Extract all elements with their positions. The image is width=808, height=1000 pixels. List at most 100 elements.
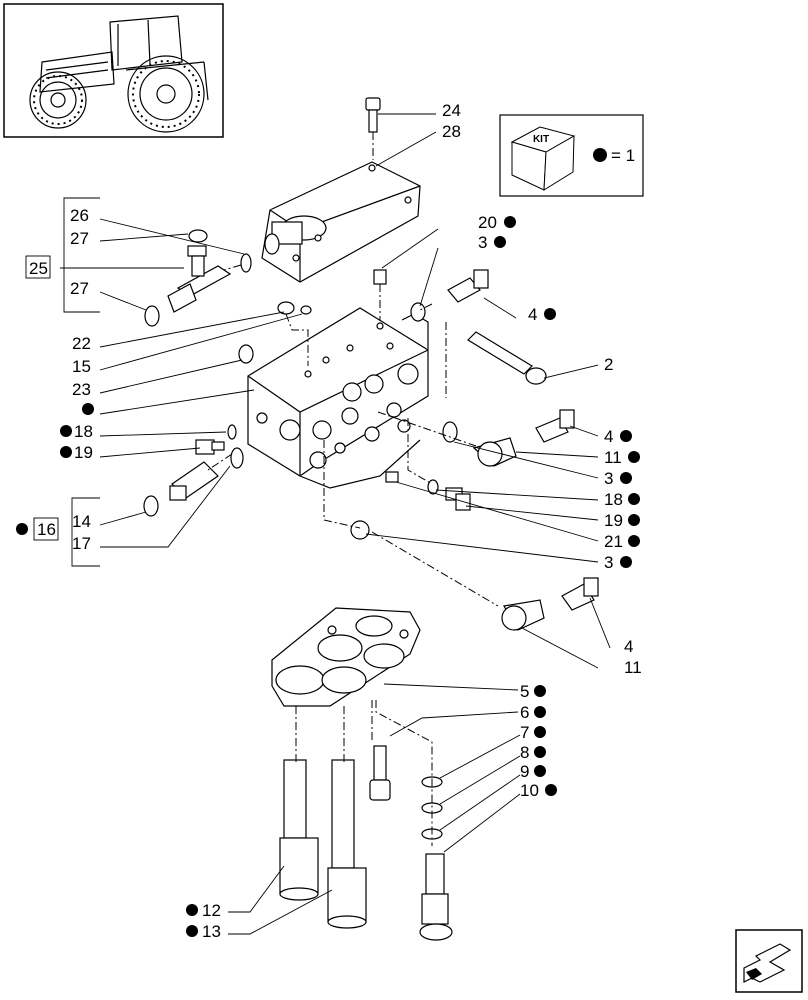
- callout-8[interactable]: 8: [520, 743, 529, 762]
- cover-28[interactable]: [261, 161, 421, 283]
- o-ring-15[interactable]: [300, 305, 312, 315]
- kit-dot-icon: [620, 430, 632, 442]
- kit-dot-icon: [534, 706, 546, 718]
- spool-10[interactable]: [419, 853, 453, 941]
- kit-dot-icon: [186, 925, 198, 937]
- callout-18a[interactable]: 18: [74, 422, 93, 441]
- kit-label: KIT: [533, 134, 549, 145]
- sensor-4c[interactable]: [561, 577, 599, 611]
- o-ring-3b[interactable]: [442, 421, 458, 443]
- callout-7[interactable]: 7: [520, 723, 529, 742]
- sensor-4b[interactable]: [535, 409, 575, 443]
- callout-2[interactable]: 2: [604, 355, 613, 374]
- kit-dot-icon: [504, 216, 516, 228]
- kit-dot-icon: [628, 451, 640, 463]
- callout-19b[interactable]: 19: [604, 511, 623, 530]
- callout-21[interactable]: 21: [604, 532, 623, 551]
- callout-labels: 24 28 26 27 25 27 20 3 4 22 15 23 2 18 1…: [16, 101, 642, 941]
- kit-dot-icon: [60, 425, 72, 437]
- callout-28[interactable]: 28: [442, 122, 461, 141]
- bolt-6[interactable]: [369, 745, 391, 801]
- callout-23[interactable]: 23: [72, 380, 91, 399]
- kit-dot-icon: [628, 493, 640, 505]
- callout-4a[interactable]: 4: [528, 305, 537, 324]
- callout-10[interactable]: 10: [520, 781, 539, 800]
- kit-dot-icon: [60, 446, 72, 458]
- kit-legend-box: KIT = 1: [499, 114, 644, 197]
- o-ring-26[interactable]: [240, 253, 252, 273]
- o-ring-14[interactable]: [143, 495, 159, 517]
- callout-6[interactable]: 6: [520, 703, 529, 722]
- valve-block[interactable]: [247, 307, 429, 489]
- callout-12[interactable]: 12: [202, 901, 221, 920]
- callout-11a[interactable]: 11: [604, 448, 622, 467]
- elbow-11b[interactable]: [501, 599, 545, 631]
- o-ring-3a[interactable]: [410, 302, 426, 322]
- o-ring-27b[interactable]: [144, 305, 160, 327]
- callout-24[interactable]: 24: [442, 101, 461, 120]
- o-ring-17[interactable]: [230, 447, 244, 469]
- kit-dot-icon: [534, 726, 546, 738]
- kit-dot-icon: [82, 403, 94, 415]
- callout-27a[interactable]: 27: [70, 229, 89, 248]
- callout-3a[interactable]: 3: [478, 233, 487, 252]
- sensor-4a[interactable]: [447, 269, 489, 303]
- tractor-thumbnail[interactable]: [3, 3, 224, 138]
- kit-dot-icon: [620, 556, 632, 568]
- callout-9[interactable]: 9: [520, 762, 529, 781]
- kit-dot-icon: [186, 904, 198, 916]
- kit-dot-icon: [620, 472, 632, 484]
- o-ring-22[interactable]: [277, 301, 295, 315]
- kit-dot-icon: [545, 784, 557, 796]
- fitting-16[interactable]: [169, 461, 219, 501]
- leader-lines: [60, 113, 611, 935]
- callout-18b[interactable]: 18: [604, 490, 623, 509]
- kit-equals-text: = 1: [611, 146, 635, 165]
- plug-20[interactable]: [373, 269, 387, 285]
- callout-22[interactable]: 22: [72, 334, 91, 353]
- group-brackets: [25, 197, 100, 567]
- callout-11b[interactable]: 11: [624, 658, 642, 677]
- plug-19a[interactable]: [195, 439, 225, 455]
- o-ring-23[interactable]: [238, 344, 254, 364]
- screw-24[interactable]: [365, 97, 381, 133]
- plug-21[interactable]: [385, 471, 399, 483]
- spool-12[interactable]: [279, 759, 319, 901]
- callout-13[interactable]: 13: [202, 922, 221, 941]
- callout-5[interactable]: 5: [520, 682, 529, 701]
- callout-4b[interactable]: 4: [604, 427, 613, 446]
- spool-13[interactable]: [327, 759, 367, 929]
- kit-dot-icon: [593, 148, 607, 162]
- kit-dot-icon: [534, 746, 546, 758]
- o-ring-27a[interactable]: [188, 229, 208, 243]
- kit-dot-icon: [628, 514, 640, 526]
- plate-5[interactable]: [271, 607, 421, 707]
- callout-3b[interactable]: 3: [604, 469, 613, 488]
- kit-dot-icon: [534, 685, 546, 697]
- callout-4c[interactable]: 4: [624, 637, 633, 656]
- assembly-axis-lines: [207, 132, 499, 846]
- kit-dot-icon: [494, 236, 506, 248]
- tee-fitting-25[interactable]: [167, 245, 232, 313]
- bolt-2[interactable]: [467, 331, 547, 385]
- next-page-arrow-button[interactable]: [735, 929, 803, 993]
- callout-3c[interactable]: 3: [604, 553, 613, 572]
- callout-14[interactable]: 14: [72, 512, 91, 531]
- o-ring-18a[interactable]: [227, 424, 237, 440]
- callout-25[interactable]: 25: [29, 259, 48, 278]
- callout-15[interactable]: 15: [72, 357, 91, 376]
- callout-17[interactable]: 17: [72, 534, 91, 553]
- callout-19a[interactable]: 19: [74, 443, 93, 462]
- parts-drawing: [143, 97, 599, 941]
- o-ring-18b[interactable]: [427, 479, 439, 495]
- o-ring-3c[interactable]: [350, 520, 370, 540]
- callout-27b[interactable]: 27: [70, 279, 89, 298]
- callout-20[interactable]: 20: [478, 213, 497, 232]
- callout-26[interactable]: 26: [70, 206, 89, 225]
- kit-dot-icon: [534, 765, 546, 777]
- kit-dot-icon: [16, 523, 28, 535]
- callout-16[interactable]: 16: [37, 520, 56, 539]
- kit-dot-icon: [544, 308, 556, 320]
- kit-dot-icon: [628, 535, 640, 547]
